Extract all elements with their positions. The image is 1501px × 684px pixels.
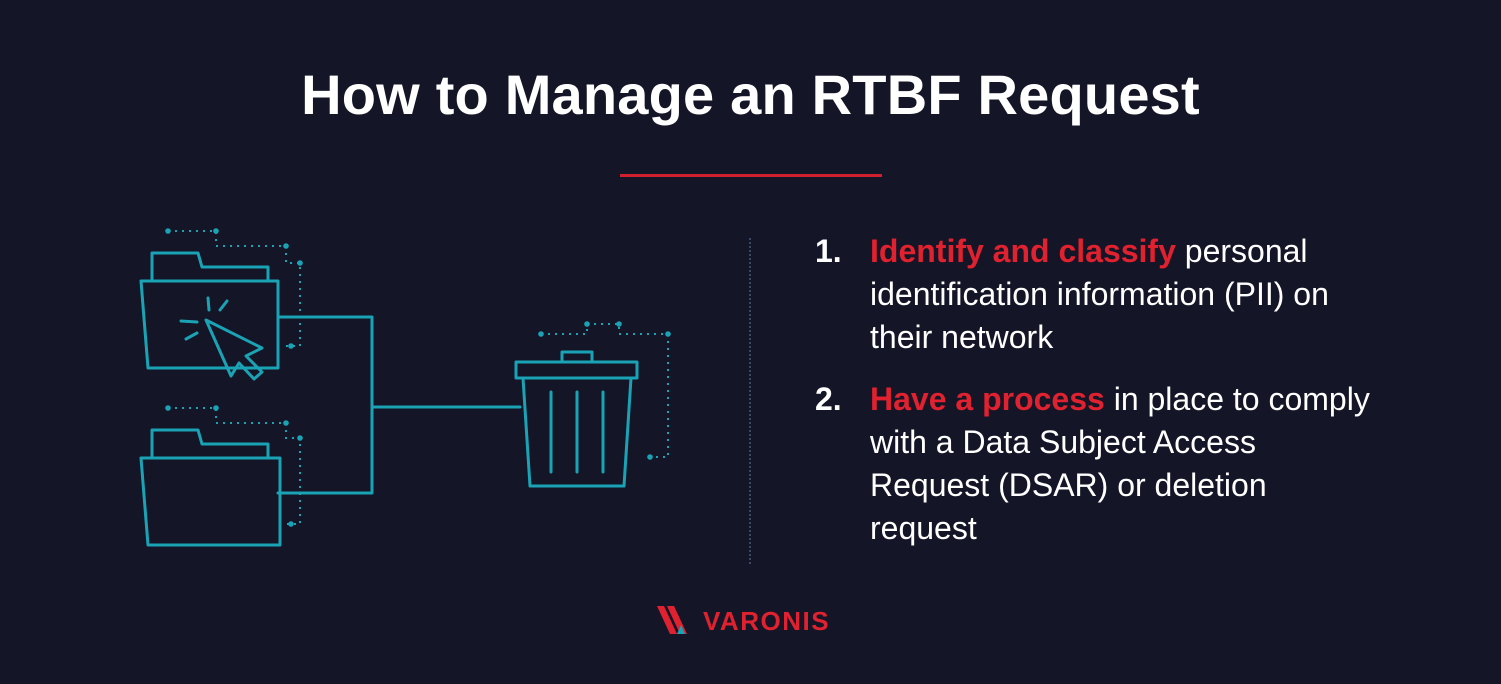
folder-icon — [139, 251, 280, 370]
brand-name: VARONIS — [703, 605, 831, 636]
varonis-logo: VARONIS — [655, 603, 830, 639]
step-item: 1. Identify and classify personal identif… — [815, 230, 1375, 359]
step-highlight: Have a process — [870, 381, 1105, 417]
varonis-logo-icon — [657, 606, 687, 634]
folders-to-trash-illustration — [139, 228, 671, 547]
vertical-dotted-divider — [749, 238, 751, 564]
folder-icon — [139, 428, 282, 547]
step-highlight: Identify and classify — [870, 233, 1176, 269]
step-number: 1. — [815, 233, 842, 269]
step-item: 2. Have a process in place to comply with… — [815, 378, 1375, 550]
connector-line-top — [276, 315, 374, 495]
page-title: How to Manage an RTBF Request — [301, 63, 1200, 126]
cursor-icon — [179, 296, 264, 381]
trash-icon — [514, 350, 639, 488]
step-number: 2. — [815, 381, 842, 417]
title-underline — [620, 174, 882, 177]
step-text: in place to comply with a Data Subject A… — [870, 381, 1370, 546]
steps-list: 1. Identify and classify personal identif… — [815, 230, 1375, 550]
step-text: personal identification information (PII… — [870, 233, 1329, 355]
